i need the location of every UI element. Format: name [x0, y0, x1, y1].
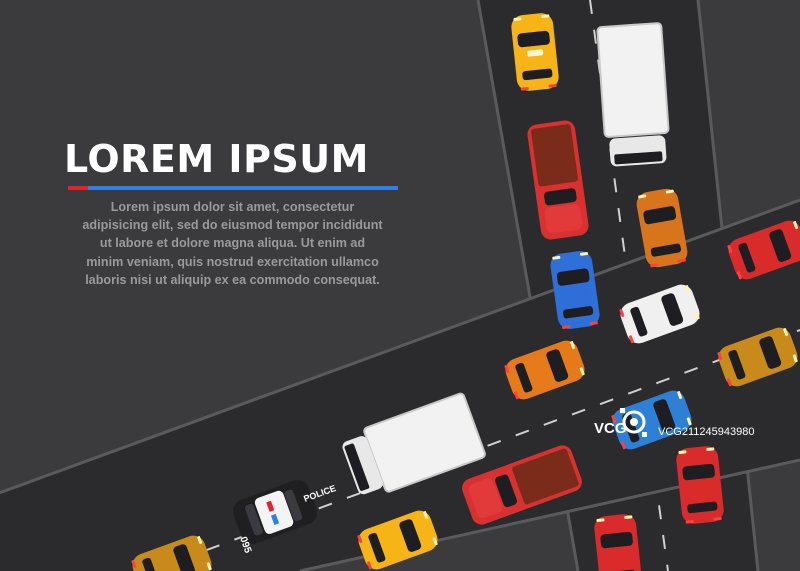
headline-underline [68, 186, 398, 190]
watermark-brand: VCG [594, 420, 627, 437]
taxi-top [510, 12, 560, 92]
body-line: adipisicing elit, sed do eiusmod tempor … [82, 218, 383, 233]
red-pickup [527, 120, 589, 240]
watermark: VCG VCG211245943980 [590, 402, 795, 442]
underline-blue-segment [88, 186, 398, 190]
body-line: ut labore et dolore magna aliqua. Ut eni… [99, 236, 366, 251]
police-car [232, 480, 318, 544]
vcg-logo-icon [620, 408, 647, 437]
body-line: laboris nisi ut aliquip ex ea commodo co… [85, 272, 380, 287]
white-truck-top [596, 22, 670, 167]
white-truck-diagonal [342, 392, 486, 495]
body-paragraph: Lorem ipsum dolor sit amet, consectetur … [60, 198, 405, 289]
underline-red-segment [68, 186, 88, 190]
watermark-id: VCG211245943980 [658, 426, 755, 438]
headline: LOREM IPSUM [64, 137, 369, 181]
red-car-bottom-right [675, 445, 725, 525]
body-line: minim veniam, quis nostrud exercitation … [86, 254, 379, 269]
red-pickup-diagonal [462, 445, 582, 525]
body-line: Lorem ipsum dolor sit amet, consectetur [110, 200, 355, 214]
